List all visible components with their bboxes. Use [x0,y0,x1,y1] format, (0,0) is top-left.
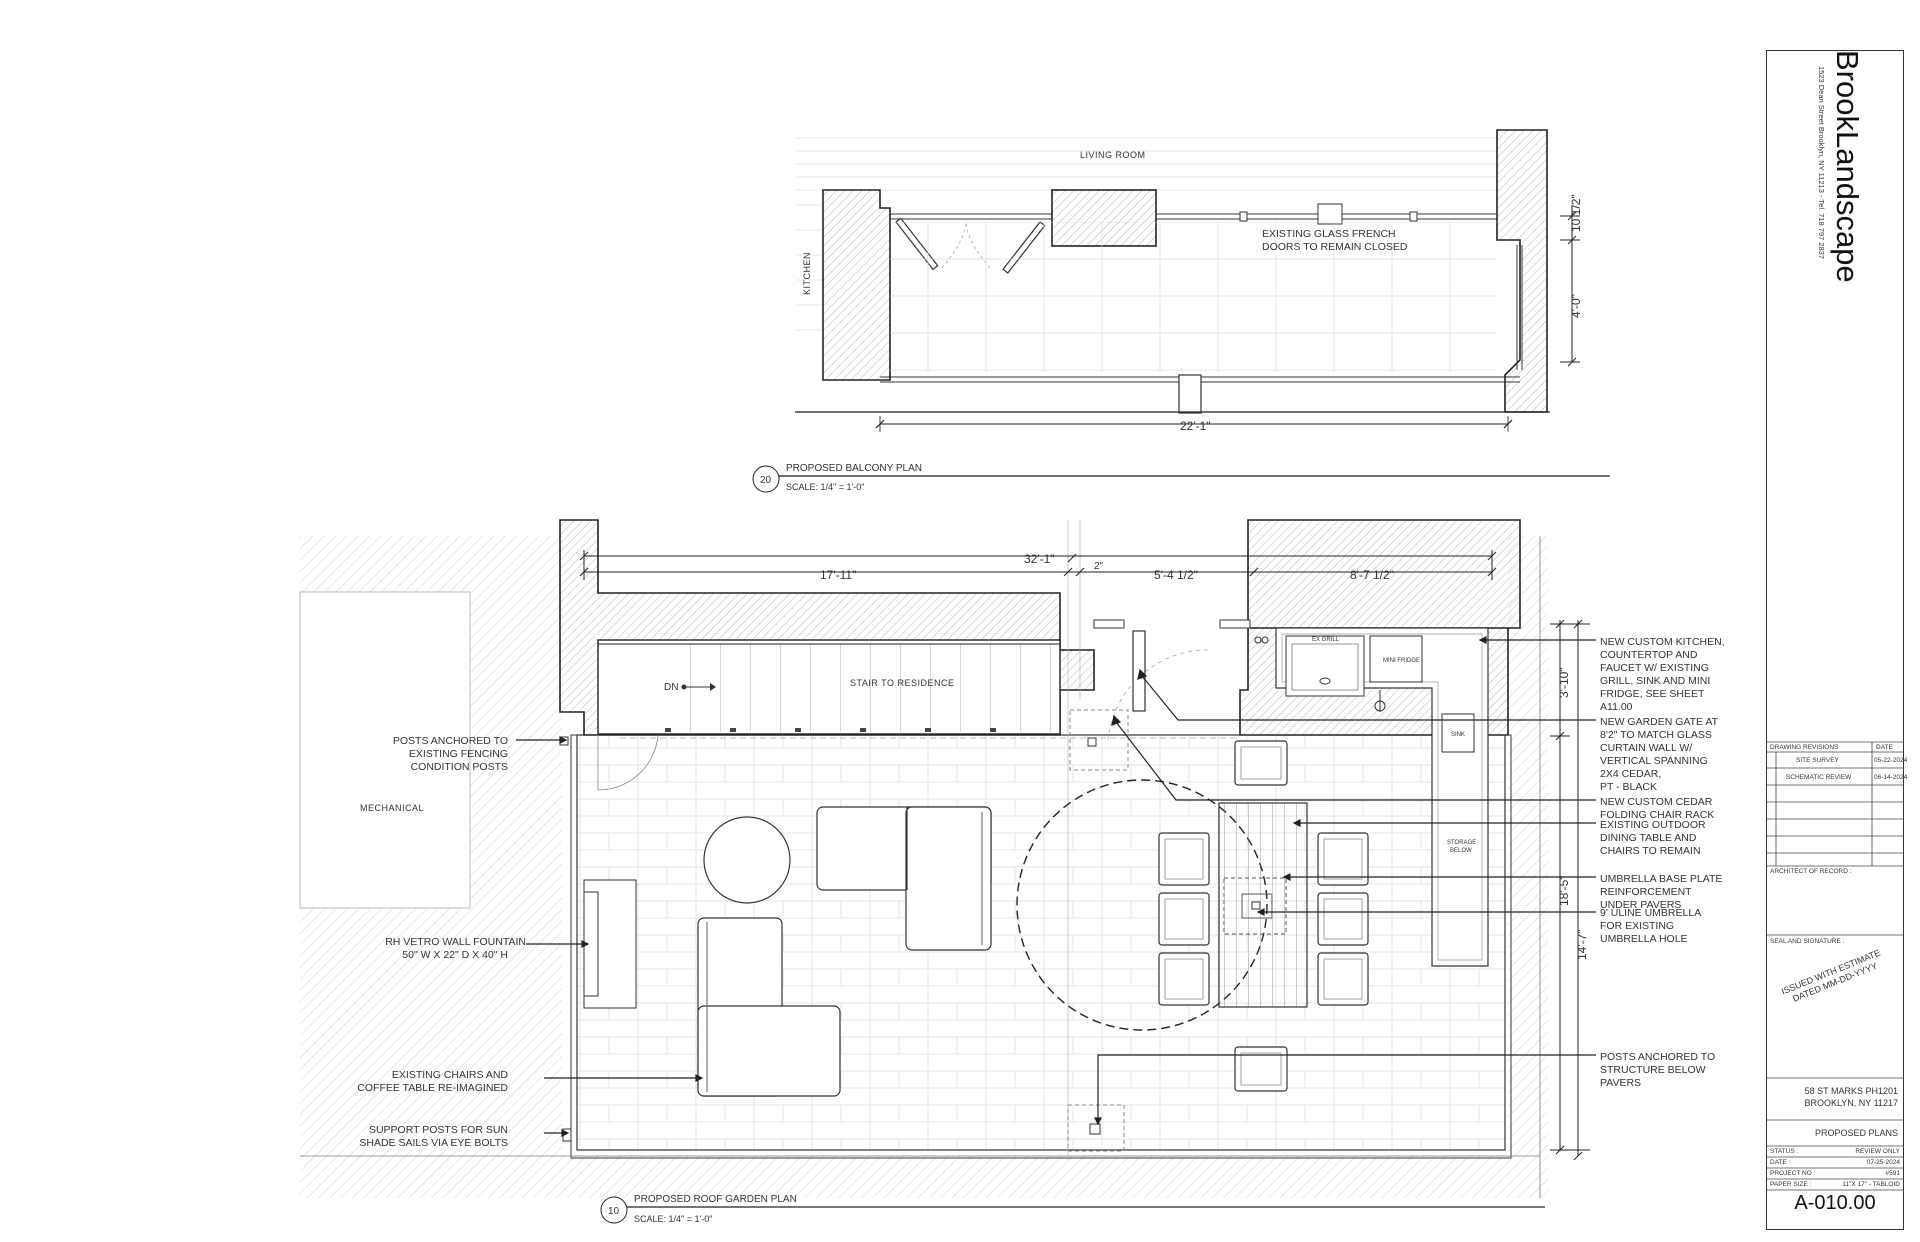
roof-plan-scale: SCALE: 1/4" = 1'-0" [634,1214,712,1224]
balcony-depth-dimension [1560,205,1580,367]
revisions-date-header: DATE [1876,744,1893,751]
vertical-top-label: 3'-10" [1557,667,1571,698]
vertical-full-label: 14'-7" [1575,929,1589,960]
living-room-label: LIVING ROOM [1080,150,1146,160]
roof-right-dimensions [1550,619,1590,1161]
firm-name: BrookLandscape [1830,50,1865,283]
status-value: REVIEW ONLY [1855,1148,1900,1155]
vertical-mid-label: 18'-5" [1557,875,1571,906]
mini-fridge [1369,635,1423,683]
right-width-label: 8'-7 1/2" [1350,568,1394,582]
balcony-width-label: 22'-1" [1180,419,1211,433]
balcony-left-wall [822,189,891,381]
stair-dn-label: DN [664,682,678,693]
grill-label: EX GRILL [1312,637,1340,643]
sheet-title: PROPOSED PLANS [1814,1128,1898,1138]
small-gap-label: 2" [1094,561,1104,572]
paper-label: PAPER SIZE : [1770,1181,1812,1188]
balcony-plan-name: PROPOSED BALCONY PLAN [786,463,922,474]
status-label: STATUS : [1770,1148,1799,1155]
kitchen-counter [1275,627,1489,967]
roof-plan-name: PROPOSED ROOF GARDEN PLAN [634,1194,797,1205]
seal-and-signature: SEAL AND SIGNATURE : [1770,938,1845,945]
roof-plan-number: 10 [608,1206,620,1217]
chaise-sofa [697,917,841,1097]
sheet-number: A-010.00 [1794,1192,1876,1214]
mechanical-room [299,591,471,909]
firm-address: 1523 Dean Street Brooklyn, NY 11213 - Te… [1817,66,1826,260]
right-leaders [1094,636,1596,1126]
sink-label: SINK [1451,732,1465,738]
revisions-header: DRAWING REVISIONS [1770,744,1839,751]
balcony-depth-label: 4'-0" [1569,294,1583,318]
balcony-plan: LIVING ROOM KITCHEN [752,129,1610,493]
roof-plan-title: 10 PROPOSED ROOF GARDEN PLAN SCALE: 1/4"… [600,1194,1545,1224]
revision-2-date: 06-14-2024 [1874,774,1908,781]
revision-1-date: 05-22-2024 [1874,757,1908,764]
round-side-table [703,816,791,904]
revision-1-name: SITE SURVEY [1796,757,1839,764]
dining-chairs [1158,740,1369,1092]
overall-width-label: 32'-1" [1024,552,1055,566]
dining-table-top [1218,802,1308,1008]
title-block [1766,50,1904,1230]
sectional-sofa [816,806,992,951]
balcony-plan-scale: SCALE: 1/4" = 1'-0" [786,482,864,492]
left-width-label: 17'-11" [820,568,856,582]
roof-top-dimensions [579,550,1497,580]
project-value: #591 [1885,1170,1900,1177]
roof-garden-plan: MECHANICAL STAIR TO RESIDENCE DN [299,519,1725,1224]
date-label: DATE : [1770,1159,1791,1166]
balcony-plan-number: 20 [760,475,772,486]
mini-fridge-label: MINI FRIDGE [1383,658,1420,664]
balcony-plan-title: 20 PROPOSED BALCONY PLAN SCALE: 1/4" = 1… [752,463,1610,493]
stair-label: STAIR TO RESIDENCE [850,678,955,688]
mechanical-label: MECHANICAL [360,803,424,813]
architect-of-record: ARCHITECT OF RECORD : [1770,868,1852,875]
gate-width-label: 5'-4 1/2" [1154,568,1198,582]
project-label: PROJECT NO : [1770,1170,1816,1177]
balcony-width-dimension: 22'-1" [875,416,1513,433]
paper-value: 11"X 17" - TABLOID [1842,1181,1900,1188]
date-value: 07-25-2024 [1866,1159,1900,1166]
balcony-depth-top-label: 10 1/2" [1569,194,1583,232]
title-block-grid [1766,741,1904,1191]
revision-2-name: SCHEMATIC REVIEW [1786,774,1852,781]
left-leaders [516,736,704,1137]
kitchen-label: KITCHEN [802,252,812,295]
grill [1285,635,1365,697]
project-address-line1: 58 ST MARKS PH1201 [1804,1086,1898,1096]
project-address-line2: BROOKLYN, NY 11217 [1804,1098,1898,1108]
